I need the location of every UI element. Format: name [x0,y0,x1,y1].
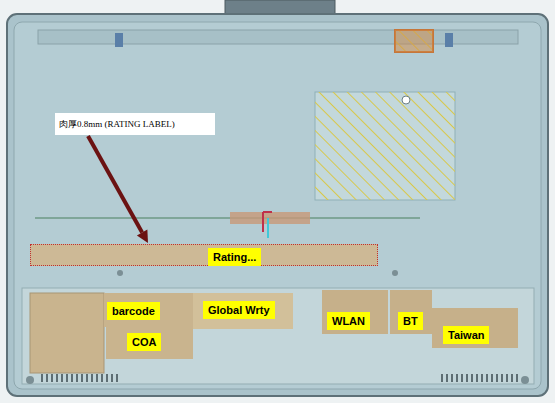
label-tag: Global Wrty [203,301,275,319]
label-tag: Taiwan [443,326,489,344]
label-area: BT [390,290,432,334]
pointer-arrow [88,136,148,243]
label-tag: COA [127,333,161,351]
label-area: Taiwan [432,308,518,348]
note-text: 肉厚0.8mm (RATING LABEL) [59,119,175,129]
label-area: WLAN [322,290,388,334]
label-tag: WLAN [327,312,370,330]
label-area: barcode [104,293,193,327]
label-tag: Rating... [208,248,261,266]
label-area: Rating... [30,244,378,266]
label-area: Global Wrty [193,293,293,329]
label-tag: BT [398,312,423,330]
label-tag: barcode [107,302,160,320]
callout-box: 肉厚0.8mm (RATING LABEL) [55,113,215,135]
label-area: COA [106,327,193,359]
